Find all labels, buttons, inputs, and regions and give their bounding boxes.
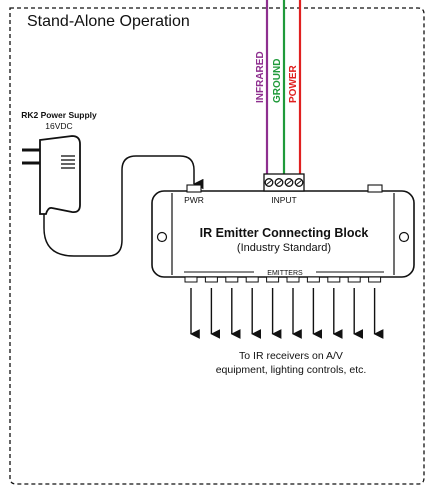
emitter-port (245, 276, 259, 283)
emitter-port (184, 276, 198, 283)
screw-slot (276, 180, 282, 185)
block-title: IR Emitter Connecting Block (200, 226, 369, 240)
wire-label-power: POWER (288, 64, 299, 103)
emitter-port (225, 276, 239, 283)
block-top-bump (367, 184, 383, 193)
power-supply-name: RK2 Power Supply (21, 110, 97, 120)
emitter-port (266, 276, 280, 283)
screw-slot (296, 180, 302, 185)
input-terminal (263, 173, 305, 192)
terminal-screws (264, 178, 304, 187)
block-subtitle: (Industry Standard) (237, 242, 331, 254)
pwr-jack (186, 184, 202, 193)
wire-label-ground: GROUND (272, 59, 283, 103)
power-cable (43, 155, 204, 257)
rk2-power-supply: RK2 Power Supply 16VDC (21, 110, 204, 257)
emitters-label: EMITTERS (267, 270, 303, 277)
frame-title: Stand-Alone Operation (27, 13, 190, 30)
caption-line-2: equipment, lighting controls, etc. (216, 364, 367, 376)
emitter-port (286, 276, 300, 283)
dashed-frame (9, 7, 425, 485)
emitter-port (306, 276, 320, 283)
vent-icon (61, 155, 75, 169)
emitter-port (204, 276, 218, 283)
emitter-port (347, 276, 361, 283)
emitter-port (368, 276, 382, 283)
ir-emitter-connecting-block: PWR INPUT IR Emitter Connecting Block (I… (151, 173, 415, 339)
emitter-ports (184, 276, 384, 339)
input-wires: INFRARED GROUND POWER (255, 0, 302, 178)
mounting-hole-right-icon (398, 231, 410, 243)
caption-line-1: To IR receivers on A/V (239, 350, 343, 362)
adapter-body (39, 135, 81, 215)
mounting-hole-left-icon (156, 231, 168, 243)
screw-slot (266, 180, 272, 185)
wire-label-infrared: INFRARED (255, 51, 266, 103)
power-supply-voltage: 16VDC (45, 121, 72, 131)
pwr-label: PWR (184, 195, 204, 205)
screw-slot (286, 180, 292, 185)
input-label: INPUT (271, 195, 297, 205)
emitter-port (327, 276, 341, 283)
